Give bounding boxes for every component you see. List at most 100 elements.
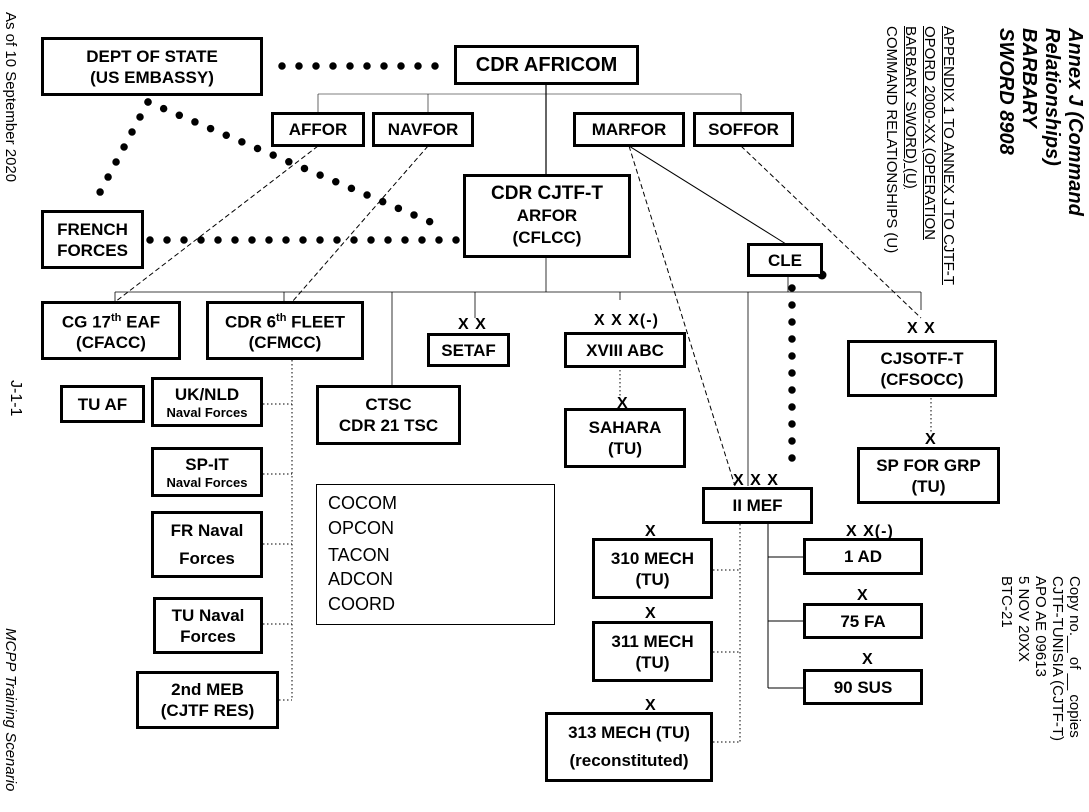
affor-box: AFFOR: [271, 112, 365, 147]
cg-17th-eaf-box: CG 17th EAF (CFACC): [41, 301, 181, 360]
annex-title-line2: Relationships): [1041, 28, 1063, 166]
iimef-opcon-links: [767, 524, 803, 689]
dept-of-state-box: DEPT OF STATE (US EMBASSY): [41, 37, 263, 96]
dept-of-state-line1: DEPT OF STATE: [86, 46, 218, 66]
cjsotf-echelon: X X: [907, 320, 936, 337]
sahara-echelon: X: [617, 395, 629, 412]
french-forces-line1: FRENCH: [57, 219, 128, 239]
cdr-africom-box: CDR AFRICOM: [454, 45, 639, 85]
ctsc-line1: CTSC: [365, 395, 412, 414]
xviii-echelon: X X X(-): [594, 312, 659, 329]
setaf-echelon: X X: [458, 316, 487, 333]
cjsotf-t-box: CJSOTF-T (CFSOCC): [847, 340, 997, 397]
311-mech-box: 311 MECH (TU): [592, 621, 713, 682]
311-mech-line2: (TU): [635, 652, 670, 672]
cdr-africom-label: CDR AFRICOM: [475, 53, 618, 76]
french-forces-line2: FORCES: [57, 240, 128, 260]
sp-for-grp-echelon: X: [925, 431, 937, 448]
cdr-6th-fleet-line2: (CFMCC): [248, 333, 322, 353]
75-fa-label: 75 FA: [840, 611, 886, 631]
fr-naval-forces-line1: FR Naval: [170, 520, 244, 540]
copy-info: Copy no.__ of __ copies CJTF-TUNISIA (CJ…: [998, 576, 1083, 741]
cdr-cjtf-t-line3: (CFLCC): [512, 228, 582, 247]
75-fa-echelon: X: [857, 587, 869, 604]
ii-mef-box: II MEF: [702, 487, 813, 524]
training-scenario: MCPP Training Scenario: [2, 628, 19, 792]
311-mech-line1: 311 MECH: [611, 631, 694, 651]
75-fa-box: 75 FA: [803, 603, 923, 639]
fr-naval-forces-box: FR Naval Forces: [151, 511, 263, 578]
legend-opcon: OPCON: [328, 518, 395, 538]
tu-naval-forces-line2: Forces: [180, 626, 236, 646]
dept-of-state-line2: (US EMBASSY): [90, 67, 214, 87]
tu-af-label: TU AF: [77, 394, 128, 414]
navfor-box: NAVFOR: [372, 112, 474, 147]
annex-title-line4: SWORD 8908: [995, 28, 1017, 155]
navfor-label: NAVFOR: [387, 120, 459, 139]
310-mech-line2: (TU): [635, 569, 670, 589]
cdr-cjtf-t-box: CDR CJTF-T ARFOR (CFLCC): [463, 174, 631, 258]
xviii-abc-label: XVIII ABC: [586, 340, 664, 360]
annex-title-line1: Annex J (Command: [1064, 28, 1086, 216]
cdr-6th-fleet-box: CDR 6th FLEET (CFMCC): [206, 301, 364, 360]
uk-nld-line2: Naval Forces: [166, 404, 248, 420]
coord-links: [94, 62, 796, 474]
cdr-cjtf-t-line1: CDR CJTF-T: [491, 183, 603, 204]
sahara-line1: SAHARA: [588, 418, 662, 437]
copy-info-line1: Copy no.__ of __ copies: [1066, 576, 1083, 738]
sp-it-box: SP-IT Naval Forces: [151, 447, 263, 497]
legend-cocom: COCOM: [328, 493, 397, 513]
tu-naval-forces-line1: TU Naval: [171, 605, 245, 625]
soffor-box: SOFFOR: [693, 112, 794, 147]
90-sus-label: 90 SUS: [833, 677, 893, 697]
cg-17th-eaf-line2: (CFACC): [76, 333, 146, 353]
adcon-links: [114, 145, 922, 487]
2nd-meb-line2: (CJTF RES): [160, 701, 255, 720]
french-forces-box: FRENCH FORCES: [41, 210, 144, 269]
legend-coord: COORD: [328, 594, 395, 614]
xviii-abc-box: XVIII ABC: [564, 332, 686, 368]
annex-title: Annex J (Command Relationships) BARBARY …: [994, 28, 1086, 216]
legend-adcon: ADCON: [328, 569, 394, 589]
tacon-links: [263, 360, 932, 743]
310-mech-line1: 310 MECH: [610, 548, 695, 568]
ctsc-line2: CDR 21 TSC: [338, 416, 439, 435]
appendix-title: APPENDIX 1 TO ANNEX J TO CJTF-T OPORD 20…: [882, 26, 958, 285]
copy-info-line2: CJTF-TUNISIA (CJTF-T): [1049, 576, 1066, 741]
cle-label: CLE: [768, 250, 802, 270]
marfor-to-cle-link: [628, 145, 787, 245]
313-mech-echelon: X: [645, 697, 657, 714]
setaf-box: SETAF: [427, 333, 510, 367]
90-sus-echelon: X: [862, 651, 874, 668]
310-mech-echelon: X: [645, 523, 657, 540]
legend-tacon: TACON: [328, 545, 390, 565]
as-of-date: As of 10 September 2020: [2, 12, 19, 183]
310-mech-box: 310 MECH (TU): [592, 538, 713, 599]
sp-for-grp-line1: SP FOR GRP: [876, 455, 981, 475]
uk-nld-box: UK/NLD Naval Forces: [151, 377, 263, 427]
1-ad-echelon: X X(-): [846, 523, 894, 540]
appendix-line3: BARBARY SWORD) (U): [902, 26, 919, 189]
sahara-box: SAHARA (TU): [564, 408, 686, 468]
appendix-line2: OPORD 2000-XX (OPERATION: [921, 26, 938, 240]
marfor-label: MARFOR: [591, 120, 667, 139]
sp-for-grp-line2: (TU): [911, 476, 946, 496]
cjtf-subordinate-links: [114, 257, 922, 486]
copy-info-line4: 5 NOV 20XX: [1015, 576, 1032, 662]
legend: COCOM OPCON TACON ADCON COORD: [316, 484, 555, 625]
90-sus-box: 90 SUS: [803, 669, 923, 705]
1-ad-box: 1 AD: [803, 538, 923, 575]
marfor-box: MARFOR: [573, 112, 685, 147]
sahara-line2: (TU): [608, 439, 642, 458]
appendix-line1: APPENDIX 1 TO ANNEX J TO CJTF-T: [940, 26, 957, 285]
ii-mef-label: II MEF: [732, 496, 783, 515]
cdr-6th-fleet-line1: CDR 6th FLEET: [225, 311, 345, 332]
cjsotf-t-line1: CJSOTF-T: [880, 348, 964, 368]
ii-mef-echelon: X X X: [733, 472, 779, 489]
ctsc-box: CTSC CDR 21 TSC: [316, 385, 461, 445]
cdr-cjtf-t-line2: ARFOR: [516, 206, 578, 225]
sp-it-line1: SP-IT: [185, 454, 229, 474]
2nd-meb-line1: 2nd MEB: [171, 680, 244, 699]
annex-title-line3: BARBARY: [1018, 28, 1040, 128]
tu-naval-forces-box: TU Naval Forces: [153, 597, 263, 654]
